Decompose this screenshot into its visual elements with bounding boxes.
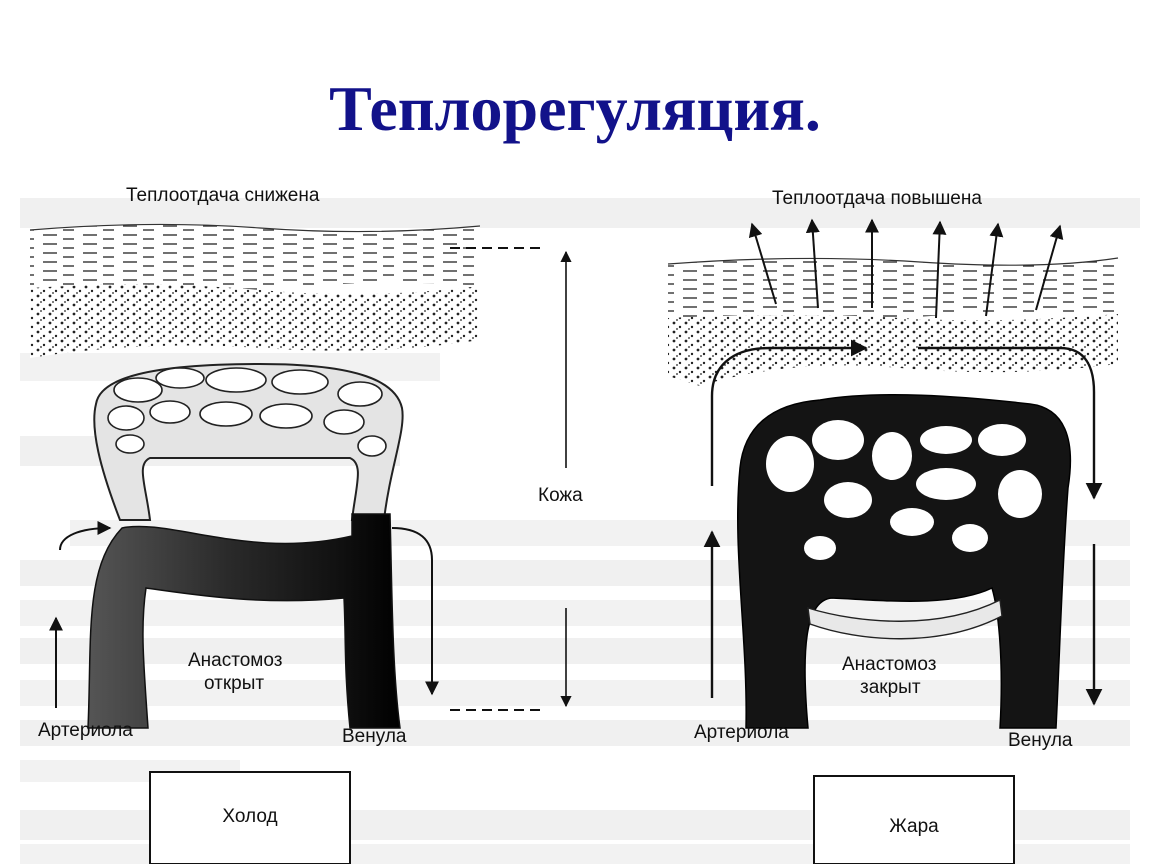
right-anastomosis-label-line1: Анастомоз xyxy=(842,654,936,675)
right-skin-layers xyxy=(667,257,1119,386)
right-heading: Теплоотдача повышена xyxy=(772,188,982,209)
cold-label: Холод xyxy=(222,806,277,827)
cold-box xyxy=(149,771,351,864)
left-venule-label: Венула xyxy=(342,726,407,747)
left-skin-layers xyxy=(29,223,481,358)
right-arteriole-label: Артериола xyxy=(694,722,789,743)
right-flow-arrows xyxy=(703,339,1103,706)
left-anastomosis-label-line2: открыт xyxy=(204,673,264,694)
right-heat-loss-arrows xyxy=(748,218,1064,319)
right-anastomosis-label-line2: закрыт xyxy=(860,677,921,698)
thermoregulation-diagram: Теплоотдача снижена Анастомоз открыт Арт… xyxy=(20,185,1140,864)
left-arteriole-label: Артериола xyxy=(38,720,133,741)
right-capillary-network xyxy=(737,394,1072,729)
heat-box xyxy=(813,775,1015,864)
skin-thickness-marker xyxy=(450,247,572,711)
left-heading: Теплоотдача снижена xyxy=(126,185,320,206)
right-venule-label: Венула xyxy=(1008,730,1073,751)
heat-label: Жара xyxy=(889,816,939,837)
left-capillary-network xyxy=(93,362,404,521)
left-flow-arrows xyxy=(49,521,439,708)
left-anastomosis-label-line1: Анастомоз xyxy=(188,650,282,671)
left-vessel-loop xyxy=(87,513,401,729)
page-title: Теплорегуляция. xyxy=(329,73,821,144)
skin-label: Кожа xyxy=(538,485,583,506)
